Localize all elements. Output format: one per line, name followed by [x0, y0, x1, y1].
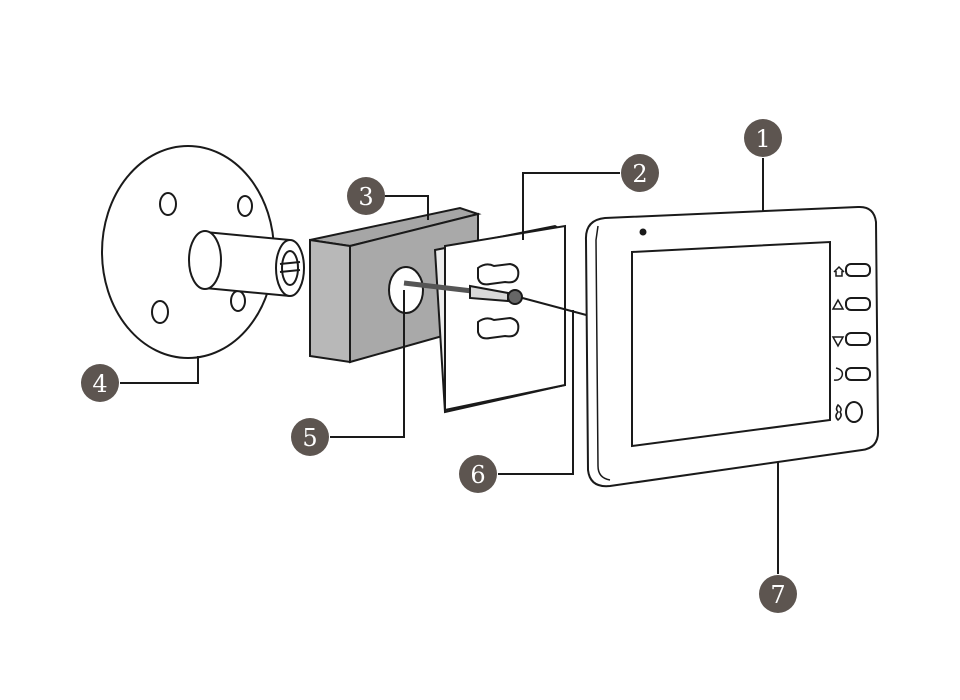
talk-button[interactable]: [845, 401, 863, 423]
callout-circle: [81, 364, 119, 402]
camera-barrel-back: [188, 230, 222, 290]
screw-head: [507, 289, 523, 305]
leader-line-6: [498, 310, 574, 475]
home-button[interactable]: [845, 263, 871, 277]
callout-4: 4: [81, 364, 119, 402]
screw-hole: [151, 300, 169, 324]
cable-assembly: [403, 280, 591, 317]
mounting-plate: [433, 224, 566, 414]
connector-slot: [279, 269, 301, 273]
callout-7: 7: [759, 575, 797, 613]
home-icon: [833, 265, 845, 277]
camera-connector: [281, 250, 299, 286]
leader-line-3: [385, 195, 429, 220]
callout-circle: [459, 455, 497, 493]
camera-dot: [639, 228, 647, 236]
monitor: [584, 205, 880, 488]
keyhole-slot-top: [477, 262, 520, 286]
callout-number: 3: [358, 183, 373, 211]
return-icon: [833, 367, 844, 381]
camera-barrel-edge: [204, 231, 291, 241]
callout-3: 3: [347, 177, 385, 215]
leader-line-2: [522, 172, 620, 240]
callout-circle: [621, 154, 659, 192]
callout-number: 6: [470, 461, 485, 489]
callout-number: 2: [632, 160, 647, 188]
door-camera-part: [101, 145, 305, 359]
up-button[interactable]: [845, 297, 871, 311]
bell-icon: [835, 403, 842, 422]
callout-circle: [744, 119, 782, 157]
cable-end: [514, 295, 591, 317]
callout-circle: [291, 418, 329, 456]
triangle-down-icon: [831, 336, 845, 348]
door-block-front: [309, 238, 351, 364]
connector-slot: [279, 261, 301, 265]
screw-hole: [237, 195, 253, 217]
leader-line-5: [330, 290, 405, 438]
callout-2: 2: [621, 154, 659, 192]
camera-barrel-body: [205, 232, 290, 296]
callout-number: 1: [755, 125, 770, 153]
callout-6: 6: [459, 455, 497, 493]
screw-shaft: [469, 284, 509, 303]
callout-circle: [347, 177, 385, 215]
monitor-screen: [631, 240, 831, 448]
callout-number: 7: [770, 581, 785, 609]
leader-line-4: [120, 356, 199, 384]
screw-hole: [230, 290, 246, 312]
triangle-up-icon: [831, 298, 845, 310]
callout-5: 5: [291, 418, 329, 456]
callout-number: 4: [92, 370, 107, 398]
callouts: 1 2 3 4 5 6 7: [81, 119, 797, 613]
leader-lines: [120, 158, 779, 574]
screw-hole: [159, 192, 177, 216]
callout-1: 1: [744, 119, 782, 157]
back-button[interactable]: [845, 367, 871, 381]
camera-barrel-edge: [204, 287, 291, 297]
keyhole-slot-bottom: [477, 316, 520, 340]
monitor-bezel-edge: [595, 225, 611, 481]
callout-number: 5: [302, 424, 317, 452]
callout-circle: [759, 575, 797, 613]
down-button[interactable]: [845, 332, 871, 346]
door-block-hole: [388, 266, 424, 314]
